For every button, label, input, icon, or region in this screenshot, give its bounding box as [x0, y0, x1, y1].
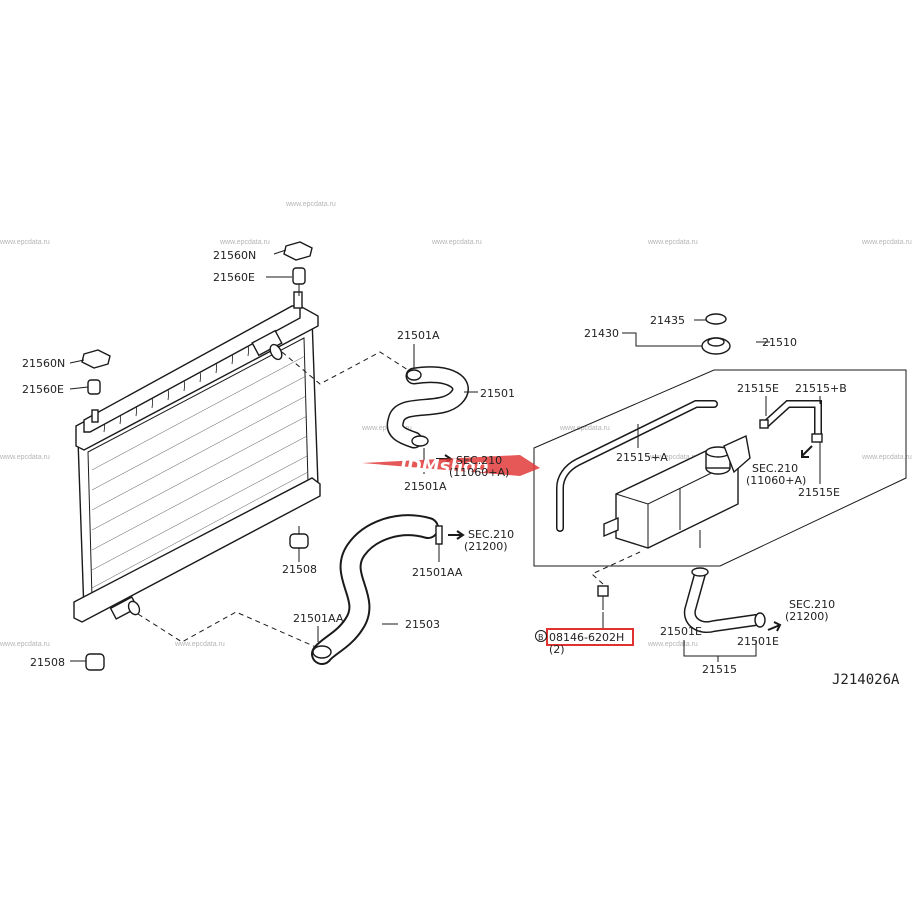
label-bolt-part: 08146-6202H — [549, 631, 624, 644]
label-21515B: 21515+B — [795, 382, 847, 395]
label-21515E-right: 21515E — [798, 486, 840, 499]
watermark: www.epcdata.ru — [174, 641, 225, 648]
dash-lower — [137, 611, 319, 649]
diagram-reference: J214026A — [832, 672, 900, 688]
lower-hose — [311, 514, 439, 665]
label-21515E-top: 21515E — [737, 382, 779, 395]
label-21501E-right: 21501E — [737, 635, 779, 648]
label-21560E-left: 21560E — [22, 383, 64, 396]
label-21501A-bottom: 21501A — [404, 480, 447, 493]
reservoir-assembly-frame — [533, 369, 907, 567]
label-21430: 21430 — [584, 327, 619, 340]
watermark: www.epcdata.ru — [861, 239, 912, 246]
mount-bracket-left — [81, 349, 111, 395]
bolt — [597, 585, 609, 610]
rubber-mount-bottom — [85, 653, 105, 671]
watermark: www.epcdata.ru — [647, 239, 698, 246]
radiator-outlet-pipe — [109, 596, 141, 620]
label-21515A: 21515+A — [616, 451, 668, 464]
label-21503: 21503 — [405, 618, 440, 631]
overflow-hose-b — [759, 400, 823, 443]
watermark: www.epcdata.ru — [647, 641, 698, 648]
label-bolt-qty: (2) — [549, 643, 565, 656]
label-sec210-d-sub: (21200) — [785, 610, 829, 623]
label-sec210-d: SEC.210 — [789, 598, 835, 611]
upper-hose — [386, 366, 469, 449]
watermark: www.epcdata.ru — [219, 239, 270, 246]
label-sec210-b: SEC.210 — [468, 528, 514, 541]
label-sec210-c: SEC.210 — [752, 462, 798, 475]
label-21501E-left: 21501E — [660, 625, 702, 638]
label-sec210-a: SEC.210 — [456, 454, 502, 467]
o-ring — [705, 313, 727, 325]
watermark: www.epcdata.ru — [285, 201, 336, 208]
coolant-reservoir — [603, 434, 751, 549]
label-21515: 21515 — [702, 663, 737, 676]
leaders-radiator — [69, 249, 300, 662]
watermark: www.epcdata.ru — [0, 239, 50, 246]
watermark: www.epcdata.ru — [861, 454, 912, 461]
radiator-inlet-pipe — [251, 329, 283, 361]
label-21501AA-left: 21501AA — [293, 612, 344, 625]
hose-clip — [435, 525, 443, 545]
label-21501A-top: 21501A — [397, 329, 440, 342]
bolt-circle — [535, 630, 547, 642]
watermark: www.epcdata.ru — [0, 641, 50, 648]
watermark: www.epcdata.ru — [361, 425, 412, 432]
jdmshop-logo: JDMshop — [362, 455, 540, 477]
label-21435: 21435 — [650, 314, 685, 327]
mount-bracket-top — [283, 241, 313, 296]
rubber-mount-mid — [289, 526, 309, 549]
watermark: www.epcdata.ru — [431, 239, 482, 246]
watermark: www.epcdata.ru — [647, 454, 698, 461]
label-21560N-left: 21560N — [22, 357, 65, 370]
overflow-hose-a — [556, 400, 718, 532]
logo-text: JDMshop — [397, 456, 488, 477]
label-21508-bottom: 21508 — [30, 656, 65, 669]
part-labels: 21560N 21560E 21560N 21560E 21508 21508 … — [22, 249, 900, 688]
label-21508-mid: 21508 — [282, 563, 317, 576]
reservoir-outlet-hose — [683, 567, 766, 633]
label-21501: 21501 — [480, 387, 515, 400]
label-21510: 21510 — [762, 336, 797, 349]
label-21501AA-right: 21501AA — [412, 566, 463, 579]
dash-upper — [281, 351, 409, 385]
label-sec210-c-sub: (11060+A) — [746, 474, 806, 487]
watermark: www.epcdata.ru — [559, 425, 610, 432]
bolt-circle-letter: B — [538, 633, 544, 642]
label-sec210-a-sub: (11060+A) — [449, 466, 509, 479]
watermark: www.epcdata.ru — [0, 454, 50, 461]
label-21560N-top: 21560N — [213, 249, 256, 262]
label-21560E-top: 21560E — [213, 271, 255, 284]
radiator — [73, 291, 321, 623]
label-sec210-b-sub: (21200) — [464, 540, 508, 553]
highlight-box — [546, 628, 634, 646]
reservoir-cap — [701, 337, 731, 355]
